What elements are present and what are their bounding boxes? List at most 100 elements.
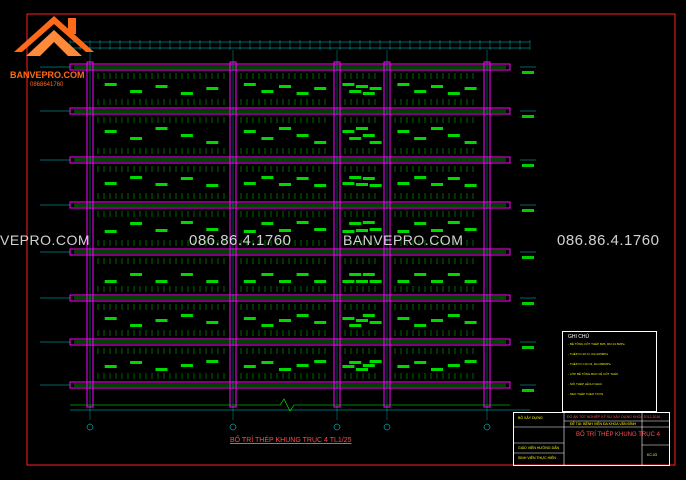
rebar-label-mark xyxy=(155,85,168,88)
rebar-label-mark xyxy=(369,87,382,90)
rebar-label-mark xyxy=(130,176,143,179)
rebar-label-mark xyxy=(180,92,193,95)
rebar-label-mark xyxy=(362,134,375,137)
rebar-label-mark xyxy=(261,361,274,364)
rebar-label-mark xyxy=(104,83,117,86)
level-label-mark xyxy=(522,346,534,349)
rebar-label-mark xyxy=(130,222,143,225)
rebar-label-mark xyxy=(130,273,143,276)
rebar-label-mark xyxy=(180,177,193,180)
rebar-label-mark xyxy=(431,183,443,186)
tb-row-label: SINH VIÊN THỰC HIỆN xyxy=(518,456,556,460)
rebar-label-mark xyxy=(180,221,193,224)
tb-sheet-title: BỐ TRÍ THÉP KHUNG TRỤC 4 xyxy=(576,432,660,438)
rebar-label-mark xyxy=(397,83,410,86)
rebar-label-mark xyxy=(180,273,193,276)
rebar-label-mark xyxy=(414,324,427,327)
level-label-mark xyxy=(522,115,534,118)
axis-bubble xyxy=(229,423,237,431)
rebar-label-mark xyxy=(349,90,362,93)
level-label-mark xyxy=(522,256,534,259)
rebar-label-mark xyxy=(464,280,477,283)
rebar-label-mark xyxy=(180,364,193,367)
beam-line xyxy=(69,201,511,209)
rebar-label-mark xyxy=(447,177,460,180)
axis-bubble xyxy=(483,423,491,431)
rebar-label-mark xyxy=(447,364,460,367)
rebar-label-mark xyxy=(356,280,368,283)
rebar-label-mark xyxy=(397,280,410,283)
rebar-label-mark xyxy=(342,130,355,133)
rebar-label-mark xyxy=(356,183,368,186)
rebar-label-mark xyxy=(349,324,362,327)
rebar-label-mark xyxy=(104,365,117,368)
rebar-label-mark xyxy=(362,364,375,367)
rebar-label-mark xyxy=(279,319,291,322)
rebar-label-mark xyxy=(464,184,477,187)
sheet-border xyxy=(26,13,676,466)
rebar-label-mark xyxy=(369,228,382,231)
level-label-mark xyxy=(522,209,534,212)
rebar-label-mark xyxy=(397,182,410,185)
rebar-label-mark xyxy=(261,176,274,179)
rebar-label-mark xyxy=(414,90,427,93)
rebar-label-mark xyxy=(397,365,410,368)
beam-line xyxy=(69,248,511,256)
rebar-label-mark xyxy=(431,127,443,130)
rebar-label-mark xyxy=(356,229,368,232)
rebar-label-mark xyxy=(279,127,291,130)
rebar-label-mark xyxy=(314,87,327,90)
rebar-label-mark xyxy=(356,127,368,130)
rebar-label-mark xyxy=(206,360,219,363)
rebar-label-mark xyxy=(431,319,443,322)
rebar-label-mark xyxy=(342,230,355,233)
axis-bubble xyxy=(383,423,391,431)
beam-line xyxy=(69,381,511,389)
rebar-label-mark xyxy=(447,134,460,137)
level-label-mark xyxy=(522,71,534,74)
banvepro-logo xyxy=(14,16,94,56)
rebar-label-mark xyxy=(243,130,256,133)
notes-line: - THÉP D<10 CI, Rs=225MPa xyxy=(568,352,608,356)
rebar-label-mark xyxy=(180,134,193,137)
rebar-label-mark xyxy=(243,230,256,233)
rebar-label-mark xyxy=(314,321,327,324)
beam-line xyxy=(69,338,511,346)
rebar-label-mark xyxy=(296,273,309,276)
rebar-label-mark xyxy=(155,183,168,186)
rebar-label-mark xyxy=(243,365,256,368)
rebar-label-mark xyxy=(431,229,443,232)
rebar-label-mark xyxy=(362,273,375,276)
rebar-label-mark xyxy=(414,137,427,140)
rebar-label-mark xyxy=(349,361,362,364)
level-label-mark xyxy=(522,164,534,167)
rebar-label-mark xyxy=(356,85,368,88)
level-label-mark xyxy=(522,389,534,392)
notes-line: - LỚP BÊ TÔNG BẢO VỆ CỐT THÉP xyxy=(568,372,619,376)
rebar-label-mark xyxy=(362,314,375,317)
rebar-label-mark xyxy=(349,222,362,225)
rebar-label-mark xyxy=(155,368,168,371)
rebar-label-mark xyxy=(349,273,362,276)
rebar-label-mark xyxy=(155,229,168,232)
rebar-label-mark xyxy=(342,317,355,320)
ground-line xyxy=(70,398,510,412)
rebar-label-mark xyxy=(397,230,410,233)
rebar-label-mark xyxy=(369,141,382,144)
beam-line xyxy=(69,294,511,302)
logo-phone-text: 0868641760 xyxy=(30,82,64,88)
rebar-label-mark xyxy=(369,184,382,187)
rebar-label-mark xyxy=(362,177,375,180)
drawing-title: BỐ TRÍ THÉP KHUNG TRỤC 4 TL1/25 xyxy=(230,437,352,444)
rebar-label-mark xyxy=(296,364,309,367)
rebar-label-mark xyxy=(180,314,193,317)
watermark-site-right: BANVEPRO.COM xyxy=(343,232,464,248)
rebar-label-mark xyxy=(369,321,382,324)
rebar-label-mark xyxy=(447,92,460,95)
rebar-label-mark xyxy=(206,141,219,144)
rebar-label-mark xyxy=(414,222,427,225)
rebar-label-mark xyxy=(431,280,443,283)
watermark-site-left: VEPRO.COM xyxy=(0,232,91,248)
